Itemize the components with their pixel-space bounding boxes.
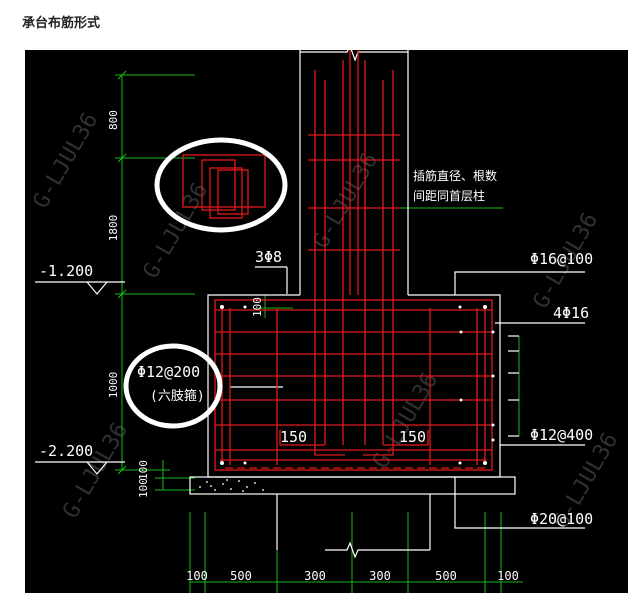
hook-left-label: 150 (280, 428, 307, 446)
highlight-circle-stirrup (123, 343, 223, 429)
elevation-top-label: -1.200 (39, 262, 93, 280)
horizontal-dim-4: 300 (369, 569, 391, 583)
side-stirrup-label: Φ12@400 (530, 426, 593, 444)
bottom-bar-label: Φ20@100 (530, 510, 593, 528)
horizontal-dim-5: 500 (435, 569, 457, 583)
page-title: 承台布筋形式 (22, 16, 101, 31)
horizontal-dim-2: 500 (230, 569, 252, 583)
column-note-line1: 插筋直径、根数 (413, 168, 497, 183)
watermark-text: G-LJUL36 (309, 149, 384, 253)
horizontal-dim-3: 300 (304, 569, 326, 583)
main-stirrup-label: Φ12@200 (137, 363, 200, 381)
column-stirrup-label: 3Φ8 (255, 248, 282, 266)
cad-drawing: G-LJUL36 G-LJUL36 G-LJUL36 G-LJUL36 G-LJ… (25, 50, 628, 593)
vertical-dim-100-a: 100 (137, 460, 150, 480)
dimension-lines (115, 70, 523, 593)
vertical-dim-800: 800 (107, 110, 120, 130)
stirrup-type-label: (六肢箍) (150, 388, 205, 404)
watermark-text: G-LJUL36 (369, 369, 444, 473)
side-bars-label: 4Φ16 (553, 304, 589, 322)
bedding-hatch (199, 479, 264, 492)
vertical-dim-1800: 1800 (107, 215, 120, 242)
hook-right-label: 150 (399, 428, 426, 446)
highlight-circle-section (154, 137, 288, 233)
vertical-dim-100-c: 100 (251, 297, 264, 317)
vertical-dim-1000: 1000 (107, 372, 120, 399)
rebar (182, 50, 493, 471)
watermark-text: G-LJUL36 (29, 109, 104, 213)
horizontal-dim-6: 100 (497, 569, 519, 583)
structure-outline (35, 50, 585, 559)
horizontal-dim-1: 100 (186, 569, 208, 583)
column-note-line2: 间距同首层柱 (413, 188, 485, 203)
rebar-dots (220, 305, 495, 465)
top-bar-label: Φ16@100 (530, 250, 593, 268)
elevation-bottom-label: -2.200 (39, 442, 93, 460)
vertical-dim-100-b: 100 (137, 478, 150, 498)
